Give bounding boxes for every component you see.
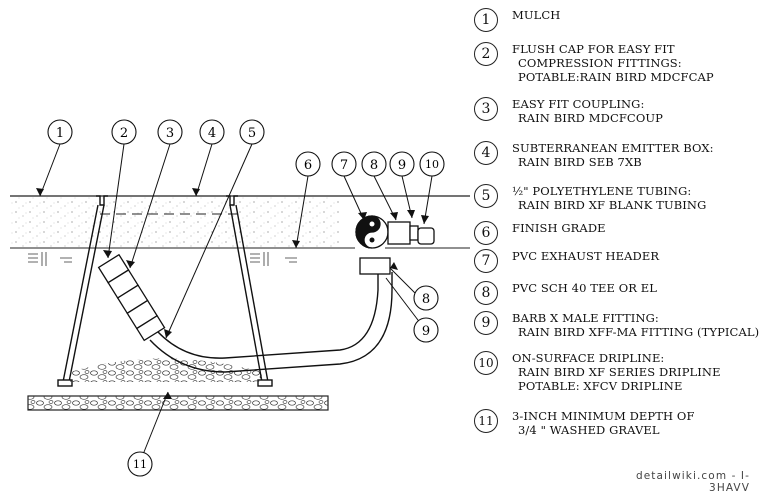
detail-drawing: 1 2 3 4 5 6 7 8 9 10 8 9 11 bbox=[10, 119, 470, 477]
callout-9-lower: 9 bbox=[413, 317, 439, 343]
legend-number: 3 bbox=[474, 97, 498, 121]
legend-description: PVC SCH 40 TEE OR EL bbox=[512, 281, 657, 295]
legend-line: ½" POLYETHYLENE TUBING: bbox=[512, 184, 692, 198]
mulch-layer bbox=[10, 195, 470, 249]
pvc-header bbox=[355, 215, 435, 275]
gravel-bed bbox=[27, 358, 329, 411]
svg-text:1: 1 bbox=[56, 126, 64, 141]
legend-number: 10 bbox=[474, 351, 498, 375]
callout-11: 11 bbox=[127, 451, 153, 477]
callout-2: 2 bbox=[111, 119, 137, 145]
watermark: detailwiki.com - I-3HAVV bbox=[635, 470, 750, 494]
legend-line: POTABLE: XFCV DRIPLINE bbox=[518, 379, 683, 393]
callout-3: 3 bbox=[157, 119, 183, 145]
svg-text:6: 6 bbox=[304, 158, 312, 173]
legend-line: MULCH bbox=[512, 8, 561, 22]
callout-8: 8 bbox=[361, 151, 387, 177]
callout-7: 7 bbox=[331, 151, 357, 177]
legend-line: ON-SURFACE DRIPLINE: bbox=[512, 351, 665, 365]
svg-text:4: 4 bbox=[208, 126, 216, 141]
callout-10: 10 bbox=[419, 151, 445, 177]
legend-number: 11 bbox=[474, 409, 498, 433]
svg-text:7: 7 bbox=[340, 158, 348, 173]
leader-lines bbox=[39, 143, 433, 463]
polyethylene-tubing bbox=[149, 272, 393, 373]
svg-text:10: 10 bbox=[425, 158, 439, 171]
svg-text:5: 5 bbox=[248, 126, 256, 141]
arrowheads bbox=[36, 188, 429, 399]
callout-9: 9 bbox=[389, 151, 415, 177]
legend-description: ½" POLYETHYLENE TUBING:RAIN BIRD XF BLAN… bbox=[512, 184, 706, 212]
svg-text:9: 9 bbox=[422, 324, 430, 339]
callout-5: 5 bbox=[239, 119, 265, 145]
legend-number: 1 bbox=[474, 8, 498, 32]
svg-text:3: 3 bbox=[166, 126, 174, 141]
legend-line: RAIN BIRD XF SERIES DRIPLINE bbox=[518, 365, 721, 379]
legend-description: PVC EXHAUST HEADER bbox=[512, 249, 659, 263]
legend-description: FINISH GRADE bbox=[512, 221, 606, 235]
legend-description: EASY FIT COUPLING:RAIN BIRD MDCFCOUP bbox=[512, 97, 663, 125]
legend-line: PVC EXHAUST HEADER bbox=[512, 249, 660, 263]
legend-line: RAIN BIRD MDCFCOUP bbox=[518, 111, 663, 125]
legend-number: 7 bbox=[474, 249, 498, 273]
svg-text:11: 11 bbox=[133, 458, 147, 471]
legend-number: 2 bbox=[474, 42, 498, 66]
legend-number: 4 bbox=[474, 141, 498, 165]
legend-line: PVC SCH 40 TEE OR EL bbox=[512, 281, 658, 295]
legend-description: MULCH bbox=[512, 8, 560, 22]
callout-6: 6 bbox=[295, 151, 321, 177]
legend-number: 9 bbox=[474, 311, 498, 335]
legend-line: RAIN BIRD SEB 7XB bbox=[518, 155, 642, 169]
easy-fit-coupling bbox=[97, 253, 166, 342]
legend-line: FLUSH CAP FOR EASY FIT bbox=[512, 42, 675, 56]
legend-line: BARB X MALE FITTING: bbox=[512, 311, 659, 325]
svg-text:9: 9 bbox=[398, 158, 406, 173]
callout-8-lower: 8 bbox=[413, 285, 439, 311]
callout-1: 1 bbox=[47, 119, 73, 145]
legend-line: POTABLE:RAIN BIRD MDCFCAP bbox=[518, 70, 714, 84]
legend-line: EASY FIT COUPLING: bbox=[512, 97, 645, 111]
legend-number: 5 bbox=[474, 184, 498, 208]
legend-line: FINISH GRADE bbox=[512, 221, 606, 235]
legend-number: 8 bbox=[474, 281, 498, 305]
legend-line: COMPRESSION FITTINGS: bbox=[518, 56, 682, 70]
legend-line: RAIN BIRD XF BLANK TUBING bbox=[518, 198, 707, 212]
callout-4: 4 bbox=[199, 119, 225, 145]
legend-line: 3-INCH MINIMUM DEPTH OF bbox=[512, 409, 695, 423]
svg-text:8: 8 bbox=[370, 158, 378, 173]
legend-line: SUBTERRANEAN EMITTER BOX: bbox=[512, 141, 714, 155]
legend-number: 6 bbox=[474, 221, 498, 245]
legend-description: ON-SURFACE DRIPLINE:RAIN BIRD XF SERIES … bbox=[512, 351, 721, 393]
legend-line: RAIN BIRD XFF-MA FITTING (TYPICAL) bbox=[518, 325, 760, 339]
legend-description: BARB X MALE FITTING:RAIN BIRD XFF-MA FIT… bbox=[512, 311, 759, 339]
legend-line: 3/4 " WASHED GRAVEL bbox=[518, 423, 660, 437]
svg-text:8: 8 bbox=[422, 292, 430, 307]
earth-hatch bbox=[28, 252, 297, 266]
svg-text:2: 2 bbox=[120, 126, 128, 141]
legend-description: SUBTERRANEAN EMITTER BOX:RAIN BIRD SEB 7… bbox=[512, 141, 714, 169]
